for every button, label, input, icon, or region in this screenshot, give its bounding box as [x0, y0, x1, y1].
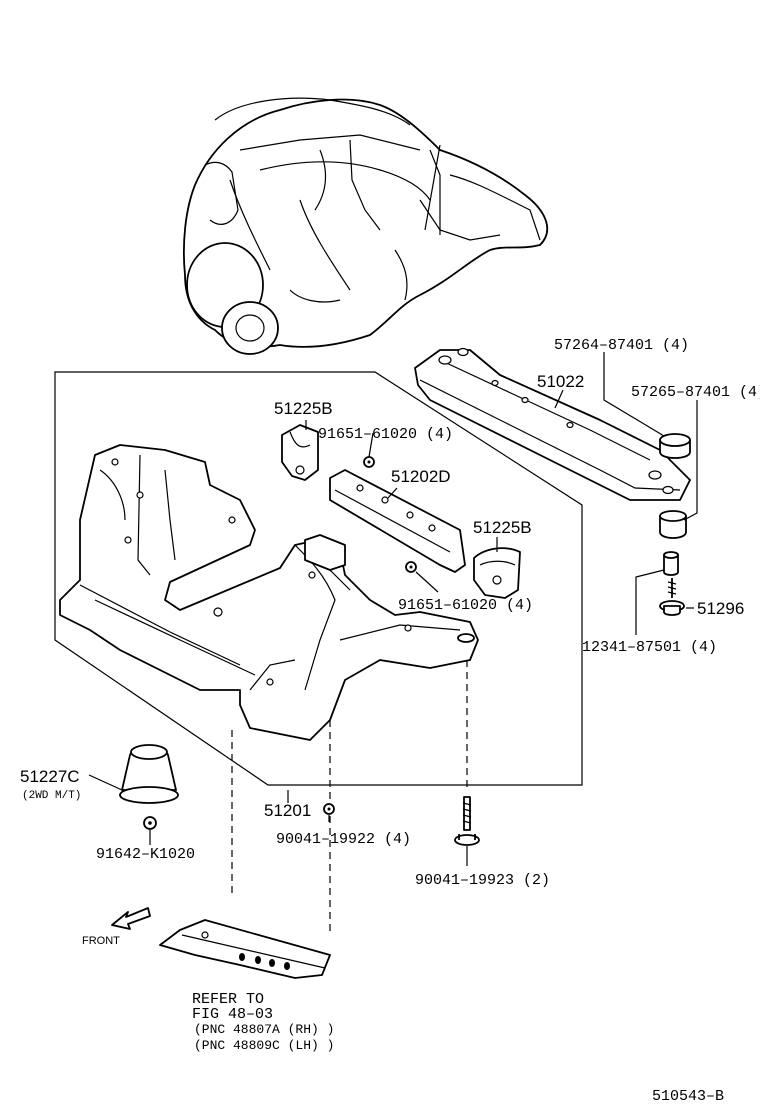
- label-51202d: 51202D: [391, 467, 451, 486]
- label-51227c: 51227C: [20, 767, 80, 786]
- label-91651-top: 91651–61020 (4): [318, 426, 453, 443]
- part-57265-insulator: [659, 510, 687, 539]
- nut-91651-top: [363, 456, 375, 468]
- label-91642: 91642–K1020: [96, 846, 195, 863]
- label-51225b-mid: 51225B: [473, 518, 532, 537]
- engine-illustration: [183, 97, 549, 355]
- bolt-90041-19922: [323, 803, 335, 815]
- part-51202d-bracket: [329, 469, 466, 573]
- part-57264-insulator: [659, 433, 691, 459]
- front-arrow-icon: [111, 907, 151, 930]
- label-51022: 51022: [537, 372, 584, 391]
- label-57265: 57265–87401 (4): [631, 384, 760, 401]
- nut-91651-mid: [405, 561, 417, 573]
- label-refer-line2: FIG 48–03: [192, 1006, 273, 1023]
- part-51227c-stopper: [119, 744, 179, 830]
- label-51225b-top: 51225B: [274, 399, 333, 418]
- leader-lines: [88, 352, 698, 866]
- label-91651-mid: 91651–61020 (4): [398, 597, 533, 614]
- label-refer-line3: (PNC 48807A (RH) ): [194, 1022, 334, 1037]
- label-90041-19923: 90041–19923 (2): [415, 872, 550, 889]
- part-lower-member: [159, 919, 331, 979]
- part-51225b-bracket-top: [281, 424, 319, 481]
- part-12341-collar: [663, 551, 679, 576]
- label-refer-line1: REFER TO: [192, 991, 264, 1008]
- label-front: FRONT: [82, 935, 120, 947]
- group-outline: [54, 371, 583, 786]
- part-51225b-bracket-mid: [473, 547, 521, 599]
- part-51296-bolt: [659, 578, 685, 616]
- label-refer-line4: (PNC 48809C (LH) ): [194, 1038, 334, 1053]
- bolt-90041-19923: [454, 796, 480, 846]
- label-90041-19922: 90041–19922 (4): [276, 831, 411, 848]
- label-57264: 57264–87401 (4): [554, 337, 689, 354]
- label-51201: 51201: [264, 801, 311, 820]
- part-51201-subframe: [59, 444, 479, 741]
- diagram-id: 510543–B: [652, 1088, 724, 1105]
- guide-lines: [231, 660, 468, 935]
- part-51022-crossmember: [414, 347, 691, 501]
- label-51296: 51296: [697, 599, 744, 618]
- label-12341: 12341–87501 (4): [582, 639, 717, 656]
- label-51227c-note: (2WD M/T): [22, 790, 81, 802]
